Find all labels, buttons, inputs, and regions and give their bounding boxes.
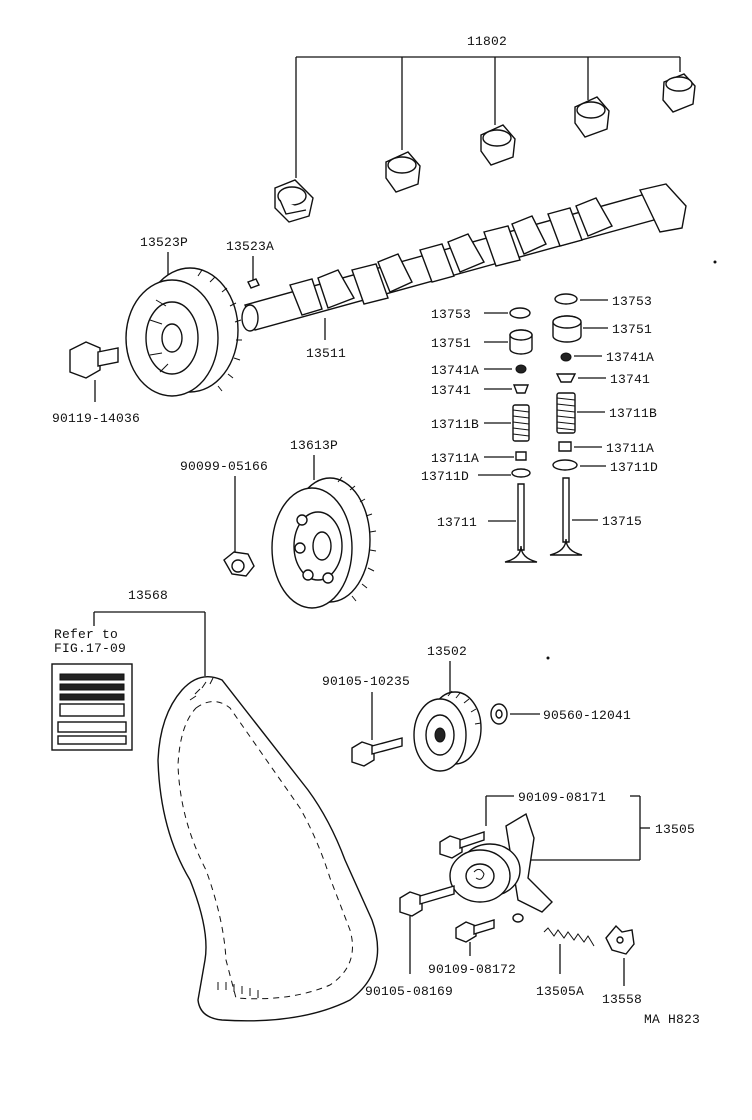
bearing-5 bbox=[662, 73, 696, 113]
stray-dot bbox=[713, 260, 717, 264]
label-13502: 13502 bbox=[427, 644, 467, 659]
bearing-1 bbox=[274, 179, 314, 223]
tensioner-group: 90109-08171 13505 90105-08169 bbox=[365, 790, 695, 1007]
label-90119-14036: 90119-14036 bbox=[52, 411, 140, 426]
keeper-left bbox=[515, 364, 527, 374]
bearing-2 bbox=[385, 151, 421, 193]
seat-left bbox=[511, 468, 531, 478]
refer-line-2: FIG.17-09 bbox=[54, 641, 126, 656]
label-13711A-left: 13711A bbox=[431, 451, 479, 466]
label-13505: 13505 bbox=[655, 822, 695, 837]
pulley-nut: 90099-05166 bbox=[180, 459, 268, 577]
label-90109-08172: 90109-08172 bbox=[428, 962, 516, 977]
label-13711B-left: 13711B bbox=[431, 417, 479, 432]
timing-belt bbox=[157, 676, 379, 1022]
camshaft-key: 13523A bbox=[226, 239, 274, 289]
stray-dot bbox=[546, 656, 550, 660]
seal-right bbox=[558, 441, 572, 452]
tensioner-bolt-long bbox=[399, 885, 455, 917]
label-13568: 13568 bbox=[128, 588, 168, 603]
camshaft: 13511 bbox=[241, 183, 687, 361]
label-13711B-right: 13711B bbox=[609, 406, 657, 421]
label-90109-08171: 90109-08171 bbox=[518, 790, 606, 805]
idler-pulley: 13502 bbox=[413, 644, 482, 772]
bearing-4 bbox=[574, 96, 610, 138]
camshaft-timing-pulley: 13523P bbox=[125, 235, 242, 397]
label-13711: 13711 bbox=[437, 515, 477, 530]
timing-belt-group: 13568 Refer to FIG.17-09 bbox=[51, 588, 379, 1022]
tensioner-bolt-upper bbox=[439, 831, 485, 859]
label-13753-right: 13753 bbox=[612, 294, 652, 309]
label-13558: 13558 bbox=[602, 992, 642, 1007]
valve-spring-left bbox=[512, 404, 530, 442]
label-13741-left: 13741 bbox=[431, 383, 471, 398]
label-13711A-right: 13711A bbox=[606, 441, 654, 456]
label-90560-12041: 90560-12041 bbox=[543, 708, 631, 723]
label-13741-right: 13741 bbox=[610, 372, 650, 387]
label-13511: 13511 bbox=[306, 346, 346, 361]
seat-right bbox=[552, 459, 578, 471]
valve-spring-right bbox=[556, 392, 576, 434]
valve-train: 13753 13751 13741A 13741 13711B 13711A 1… bbox=[421, 293, 658, 563]
shim-left bbox=[509, 307, 531, 319]
label-90105-08169: 90105-08169 bbox=[365, 984, 453, 999]
belt-kit-icon bbox=[51, 663, 133, 751]
label-13613P: 13613P bbox=[290, 438, 338, 453]
retainer-left bbox=[512, 384, 530, 394]
label-13523A: 13523A bbox=[226, 239, 274, 254]
label-90099-05166: 90099-05166 bbox=[180, 459, 268, 474]
tensioner-bolt-lower bbox=[455, 919, 495, 943]
label-13505A: 13505A bbox=[536, 984, 584, 999]
shim-right bbox=[554, 293, 578, 305]
seal-left bbox=[515, 451, 527, 461]
idler-washer: 90560-12041 bbox=[490, 703, 631, 725]
label-11802: 11802 bbox=[467, 34, 507, 49]
tensioner-pulley bbox=[449, 812, 553, 923]
refer-line-1: Refer to bbox=[54, 627, 118, 642]
label-90105-10235: 90105-10235 bbox=[322, 674, 410, 689]
label-13741A-left: 13741A bbox=[431, 363, 479, 378]
retainer-right bbox=[555, 373, 577, 383]
label-13711D-left: 13711D bbox=[421, 469, 469, 484]
tensioner-bracket bbox=[605, 924, 635, 955]
exhaust-valve bbox=[549, 477, 583, 556]
label-13751-right: 13751 bbox=[612, 322, 652, 337]
pulley-bolt: 90119-14036 bbox=[52, 341, 140, 426]
crankshaft-timing-pulley: 13613P bbox=[271, 438, 377, 609]
label-13741A-right: 13741A bbox=[606, 350, 654, 365]
label-13523P: 13523P bbox=[140, 235, 188, 250]
label-13751-left: 13751 bbox=[431, 336, 471, 351]
label-13753-left: 13753 bbox=[431, 307, 471, 322]
camshaft-bearing-set: 11802 bbox=[274, 34, 696, 223]
keeper-right bbox=[560, 352, 572, 362]
idler-bolt: 90105-10235 bbox=[322, 674, 410, 767]
diagram-code: MA H823 bbox=[644, 1012, 700, 1027]
label-13711D-right: 13711D bbox=[610, 460, 658, 475]
label-13715: 13715 bbox=[602, 514, 642, 529]
tension-spring bbox=[543, 927, 595, 947]
bearing-3 bbox=[480, 124, 516, 166]
intake-valve bbox=[504, 483, 538, 563]
